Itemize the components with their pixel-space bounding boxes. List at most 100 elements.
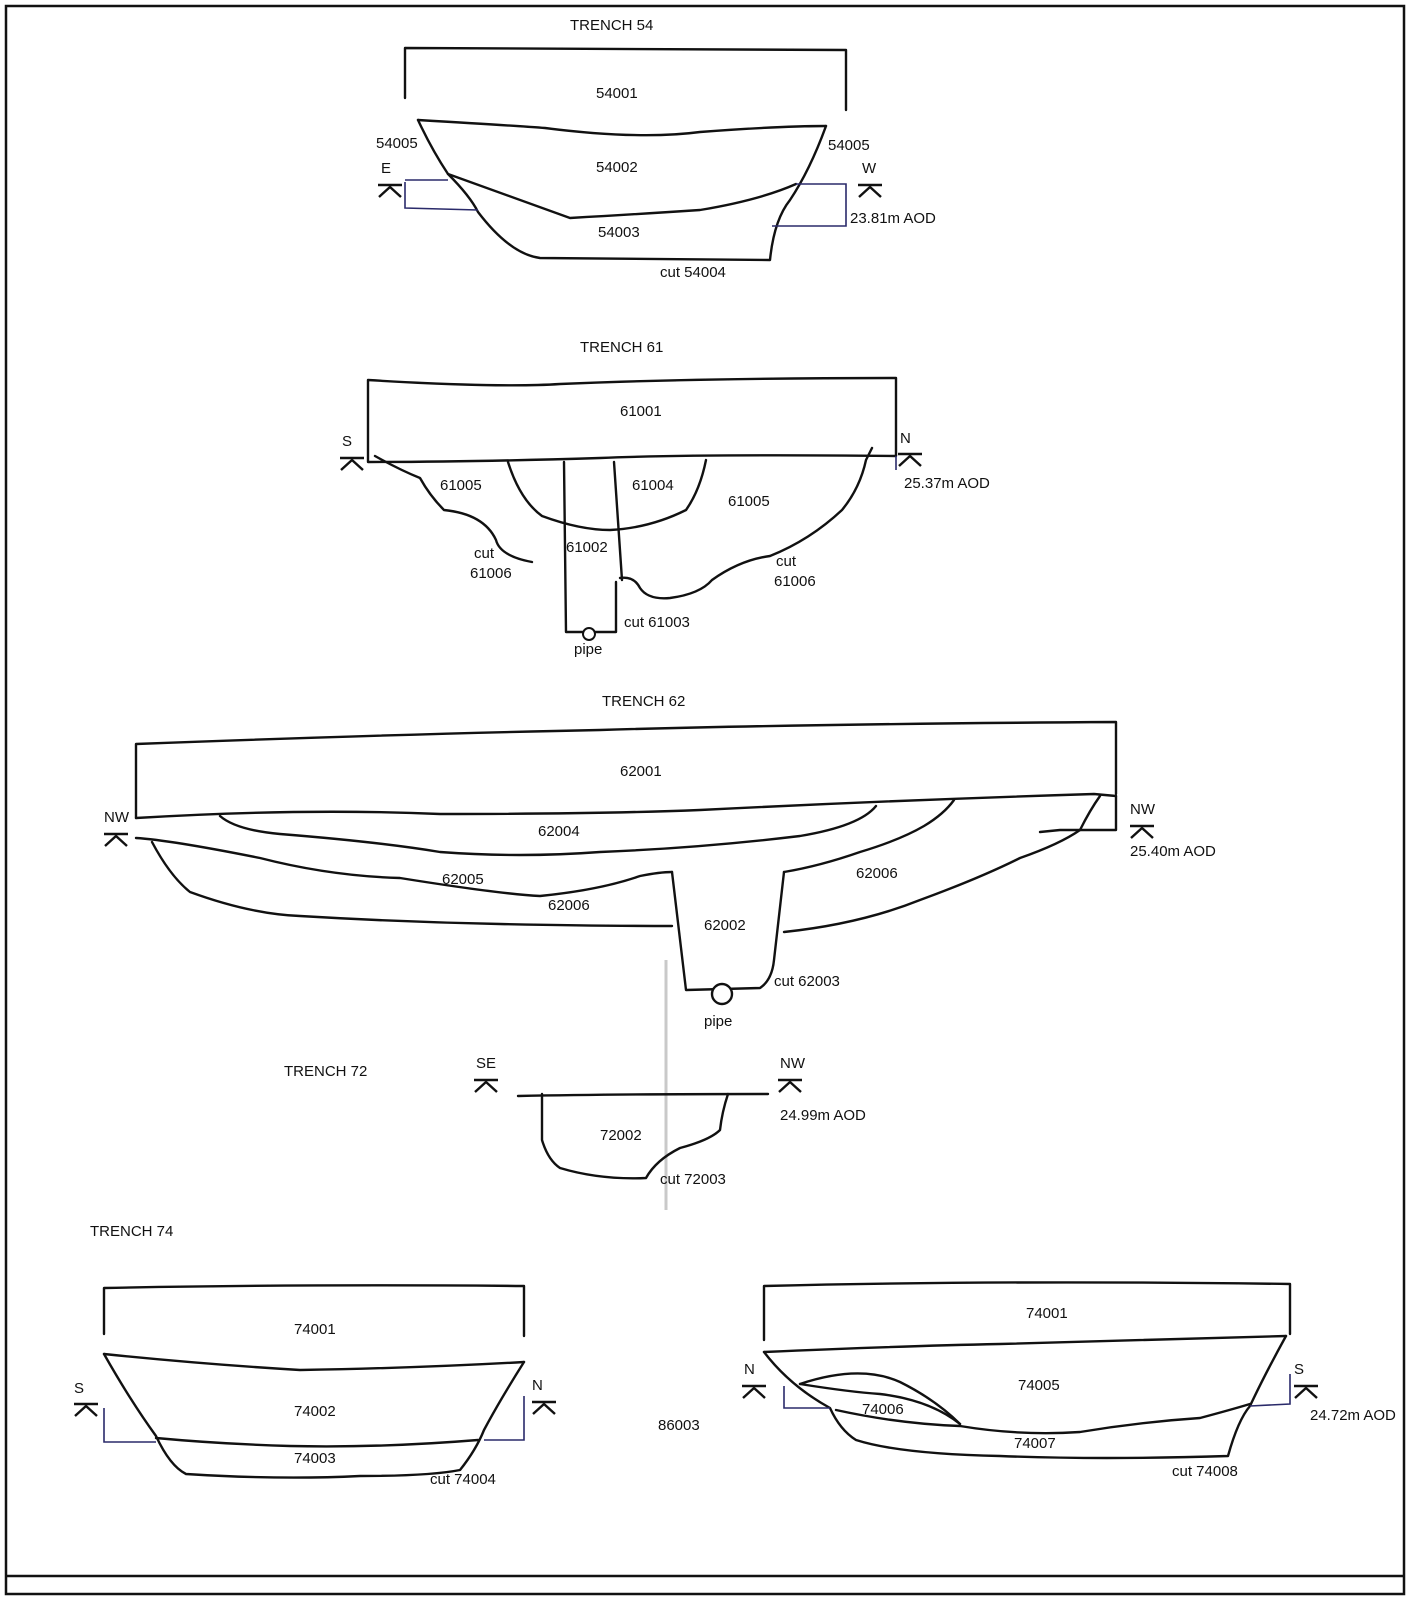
trench-74b-layer-74006-top: [798, 1382, 962, 1426]
trench-74a-cut-outline: [102, 1352, 526, 1479]
trench-74a-direction-s: S: [74, 1380, 84, 1397]
trench-54-topsoil-outline: [403, 46, 848, 112]
trench-74a-topsoil-outline: [102, 1284, 526, 1338]
layer-62001: 62001: [620, 763, 662, 780]
section-marker-icon: [856, 183, 884, 199]
layer-74003: 74003: [294, 1450, 336, 1467]
trench-61-section: TRENCH 61 61001 61005 61004 61005 61002 …: [338, 339, 990, 658]
trench-72-cut-outline: [540, 1092, 730, 1180]
layer-74002: 74002: [294, 1403, 336, 1420]
trench-74-section: TRENCH 74 74001 74002 74003 cut 74004 S …: [72, 1223, 1396, 1488]
trench-74b-direction-n: N: [744, 1361, 755, 1378]
trench-62-level: 25.40m AOD: [1130, 843, 1216, 860]
trench-74a-direction-n: N: [532, 1377, 543, 1394]
trench-62-direction-nw-left: NW: [104, 809, 130, 826]
section-marker-icon: [1128, 824, 1156, 840]
trench-74b-layer-74006-edge: [798, 1372, 962, 1426]
trench-74b-cut-outline: [762, 1334, 1288, 1460]
trench-61-pipe-label: pipe: [574, 641, 602, 658]
trench-74b-level: 24.72m AOD: [1310, 1407, 1396, 1424]
trench-62-cut-62003: [670, 870, 786, 992]
trench-74-section-b: 74001 74005 74006 74007 cut 74008 N S 24…: [740, 1281, 1396, 1480]
trench-62-topsoil-outline: [134, 720, 1118, 820]
layer-61004: 61004: [632, 477, 674, 494]
trench-54-level: 23.81m AOD: [850, 210, 936, 227]
trench-54-datum-left: [404, 182, 479, 211]
trench-61-cut-left: [373, 454, 534, 564]
trench-72-surface: [516, 1092, 770, 1098]
trench-72-direction-nw: NW: [780, 1055, 806, 1072]
layer-74007: 74007: [1014, 1435, 1056, 1452]
layer-54003: 54003: [598, 224, 640, 241]
sheet-frame: [4, 4, 1406, 1596]
trench-72-title: TRENCH 72: [284, 1063, 367, 1080]
trench-62-layer-boundary-1: [134, 792, 1118, 820]
section-marker-icon: [740, 1384, 768, 1400]
section-marker-icon: [896, 452, 924, 468]
trench-62-layer-62006-right: [782, 794, 1102, 934]
pipe-icon: [582, 627, 596, 641]
trench-74a-layer-boundary-2: [154, 1436, 480, 1448]
trench-62-cut-label: cut 62003: [774, 973, 840, 990]
trench-72-direction-se: SE: [476, 1055, 496, 1072]
trench-61-topsoil-outline: [366, 376, 898, 464]
trench-54-section: TRENCH 54 54001 54002 54003 54005 54005 …: [376, 17, 936, 281]
layer-72002: 72002: [600, 1127, 642, 1144]
trench-62-section: TRENCH 62 62001 62004 62005 62006 62006 …: [102, 693, 1216, 1030]
layer-74005: 74005: [1018, 1377, 1060, 1394]
section-marker-icon: [776, 1078, 804, 1094]
trench-61-cut-left-label-2: 61006: [470, 565, 512, 582]
layer-61005-right: 61005: [728, 493, 770, 510]
trench-61-cut-right: [618, 446, 874, 600]
trench-61-cut-right-label-1: cut: [776, 553, 797, 570]
trench-72-cut-label: cut 72003: [660, 1171, 726, 1188]
trench-54-direction-e: E: [381, 160, 391, 177]
layer-74001-b: 74001: [1026, 1305, 1068, 1322]
trench-61-level: 25.37m AOD: [904, 475, 990, 492]
trench-61-direction-s: S: [342, 433, 352, 450]
layer-54002: 54002: [596, 159, 638, 176]
layer-61005-left: 61005: [440, 477, 482, 494]
section-marker-icon: [1292, 1384, 1320, 1400]
layer-62004: 62004: [538, 823, 580, 840]
trench-54-title: TRENCH 54: [570, 17, 653, 34]
layer-62006-left: 62006: [548, 897, 590, 914]
trench-74b-cut-label: cut 74008: [1172, 1463, 1238, 1480]
section-marker-icon: [472, 1078, 500, 1094]
layer-61002: 61002: [566, 539, 608, 556]
trench-62-pipe-label: pipe: [704, 1013, 732, 1030]
trench-61-cut-pipe-label: cut 61003: [624, 614, 690, 631]
trench-54-direction-w: W: [862, 160, 877, 177]
trench-74a-layer-boundary-1: [102, 1352, 526, 1372]
trench-61-direction-n: N: [900, 430, 911, 447]
trench-74-title: TRENCH 74: [90, 1223, 173, 1240]
trench-62-layer-62004: [218, 804, 878, 857]
trench-74b-topsoil-outline: [762, 1281, 1292, 1342]
section-marker-icon: [72, 1402, 100, 1418]
trench-62-layer-62005: [134, 798, 956, 898]
trench-74b-layer-74007: [834, 1402, 1252, 1435]
trench-74b-layer-boundary-1: [762, 1334, 1288, 1354]
trench-62-layer-62006: [150, 840, 674, 928]
trench-74b-direction-s: S: [1294, 1361, 1304, 1378]
layer-74006: 74006: [862, 1401, 904, 1418]
pipe-icon: [710, 982, 734, 1006]
trench-54-datum-right: [772, 183, 847, 227]
layer-62006-right: 62006: [856, 865, 898, 882]
layer-62002: 62002: [704, 917, 746, 934]
trench-61-cut-61003-right: [612, 460, 624, 582]
section-marker-icon: [338, 456, 366, 472]
trench-62-direction-nw-right: NW: [1130, 801, 1156, 818]
section-marker-icon: [376, 183, 404, 199]
trench-61-cut-61004: [506, 458, 708, 532]
layer-61001: 61001: [620, 403, 662, 420]
layer-54005-left: 54005: [376, 135, 418, 152]
section-marker-icon: [530, 1400, 558, 1416]
trench-62-title: TRENCH 62: [602, 693, 685, 710]
section-marker-icon: [102, 832, 130, 848]
trench-61-cut-right-label-2: 61006: [774, 573, 816, 590]
trench-72-section: TRENCH 72 SE NW 72002 24.99m AOD cut 720…: [284, 1055, 866, 1188]
trench-74-section-a: 74001 74002 74003 cut 74004 S N: [72, 1284, 558, 1488]
